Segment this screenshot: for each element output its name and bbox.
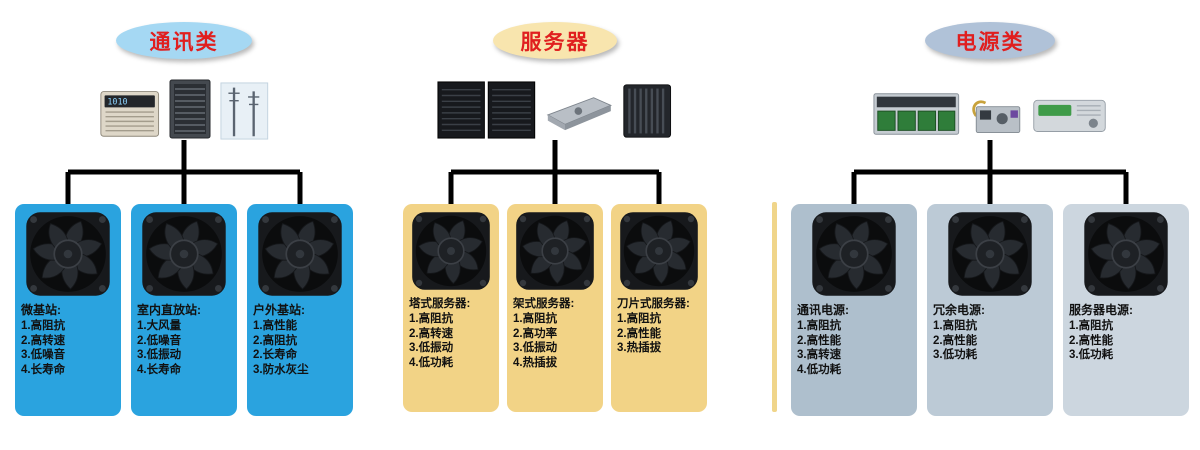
feature: 3.低振动 xyxy=(137,349,182,362)
card-title: 冗余电源: xyxy=(933,303,985,317)
card-title: 刀片式服务器: xyxy=(617,298,690,310)
server-cards: 塔式服务器: 1.高阻抗 2.高转速 3.低振动 4.低功耗 架式服务器: 1.… xyxy=(400,204,710,412)
feature: 2.高功率 xyxy=(513,327,558,340)
card-title: 微基站: xyxy=(21,303,61,317)
telecom-equipment-images: 1010 xyxy=(14,71,354,140)
card-rack-server: 架式服务器: 1.高阻抗 2.高功率 3.低振动 4.热插拔 xyxy=(507,204,603,412)
power-category-section: 电源类 xyxy=(788,0,1192,450)
section-divider xyxy=(772,202,777,412)
card-indoor-repeater: 室内直放站: 1.大风量 2.低噪音 3.低振动 4.长寿命 xyxy=(131,204,237,416)
server-category-label: 服务器 xyxy=(520,30,590,54)
feature: 3.防水灰尘 xyxy=(253,364,309,377)
feature: 2.高转速 xyxy=(409,327,454,340)
card-title: 通讯电源: xyxy=(797,303,849,317)
card-redundant-power: 冗余电源: 1.高阻抗 2.高性能 3.低功耗 xyxy=(927,204,1053,416)
server-tree-connector xyxy=(448,140,662,204)
feature: 2.高性能 xyxy=(797,334,842,347)
open-frame-psu-image xyxy=(972,100,1021,134)
card-server-power: 服务器电源: 1.高阻抗 2.高性能 3.低功耗 xyxy=(1063,204,1189,416)
feature: 4.热插拔 xyxy=(513,357,558,370)
server-equipment-images xyxy=(400,71,710,140)
feature: 1.大风量 xyxy=(137,320,182,332)
feature: 4.低功耗 xyxy=(409,357,454,370)
power-category-label: 电源类 xyxy=(955,30,1025,54)
fan-image xyxy=(619,211,699,291)
feature-list: 1.高阻抗 2.高功率 3.低振动 4.热插拔 xyxy=(513,312,597,371)
telecom-category-section: 通讯类 1010 xyxy=(14,0,354,450)
power-cards: 通讯电源: 1.高阻抗 2.高性能 3.高转速 4.低功耗 冗余电源: 1.高阻… xyxy=(788,204,1192,416)
rack-power-system-image xyxy=(872,93,959,135)
feature: 2.高性能 xyxy=(617,327,662,340)
feature: 3.低功耗 xyxy=(1069,349,1114,362)
feature: 1.高阻抗 xyxy=(933,320,978,332)
feature: 1.高阻抗 xyxy=(409,313,454,325)
power-category-badge: 电源类 xyxy=(925,22,1055,59)
feature: 2.高转速 xyxy=(21,334,66,347)
feature: 3.低振动 xyxy=(513,342,558,355)
card-blade-server: 刀片式服务器: 1.高阻抗 2.高性能 3.热插拔 xyxy=(611,204,707,412)
card-title: 服务器电源: xyxy=(1069,303,1133,317)
switch-display-text: 1010 xyxy=(107,97,127,107)
feature: 2.长寿命 xyxy=(253,349,298,362)
card-tower-server: 塔式服务器: 1.高阻抗 2.高转速 3.低振动 4.低功耗 xyxy=(403,204,499,412)
feature: 2.高性能 xyxy=(933,334,978,347)
feature: 1.高阻抗 xyxy=(513,313,558,325)
feature-list: 1.高阻抗 2.高转速 3.低振动 4.低功耗 xyxy=(409,312,493,371)
feature: 4.长寿命 xyxy=(21,364,66,377)
card-micro-base-station: 微基站: 1.高阻抗 2.高转速 3.低噪音 4.长寿命 xyxy=(15,204,121,416)
telecom-tree-connector xyxy=(65,140,303,204)
telecom-cards: 微基站: 1.高阻抗 2.高转速 3.低噪音 4.长寿命 室内直放站: 1.大风… xyxy=(14,204,354,416)
feature: 1.高阻抗 xyxy=(21,320,66,332)
enclosed-psu-image xyxy=(1033,99,1107,132)
feature: 3.高转速 xyxy=(797,349,842,362)
server-rack-cabinets-image xyxy=(437,81,536,139)
server-category-section: 服务器 xyxy=(400,0,710,450)
card-title: 塔式服务器: xyxy=(409,298,471,310)
card-title: 架式服务器: xyxy=(513,298,575,310)
feature: 2.高阻抗 xyxy=(253,334,298,347)
fan-image xyxy=(411,211,491,291)
feature-list: 1.高阻抗 2.高性能 3.低功耗 xyxy=(1069,319,1183,363)
feature: 3.低功耗 xyxy=(933,349,978,362)
fan-image xyxy=(25,211,111,297)
card-title: 室内直放站: xyxy=(137,303,201,317)
fan-image xyxy=(515,211,595,291)
feature: 1.高性能 xyxy=(253,320,298,332)
card-title: 户外基站: xyxy=(253,303,305,317)
telecom-category-badge: 通讯类 xyxy=(116,22,252,59)
feature-list: 1.高阻抗 2.高性能 3.低功耗 xyxy=(933,319,1047,363)
server-category-badge: 服务器 xyxy=(493,22,617,59)
fan-image xyxy=(257,211,343,297)
feature-list: 1.高阻抗 2.高性能 3.热插拔 xyxy=(617,312,701,356)
feature: 1.高阻抗 xyxy=(617,313,662,325)
rack-server-image xyxy=(546,97,612,131)
blade-server-image xyxy=(623,84,672,138)
power-tree-connector xyxy=(851,140,1129,204)
rack-switch-image: 1010 xyxy=(100,91,159,137)
feature-list: 1.大风量 2.低噪音 3.低振动 4.长寿命 xyxy=(137,319,231,378)
feature-list: 1.高性能 2.高阻抗 2.长寿命 3.防水灰尘 xyxy=(253,319,347,378)
power-equipment-images xyxy=(788,71,1192,140)
card-telecom-power: 通讯电源: 1.高阻抗 2.高性能 3.高转速 4.低功耗 xyxy=(791,204,917,416)
feature: 1.高阻抗 xyxy=(797,320,842,332)
feature-list: 1.高阻抗 2.高转速 3.低噪音 4.长寿命 xyxy=(21,319,115,378)
feature: 3.低噪音 xyxy=(21,349,66,362)
feature: 2.高性能 xyxy=(1069,334,1114,347)
feature: 1.高阻抗 xyxy=(1069,320,1114,332)
card-outdoor-base-station: 户外基站: 1.高性能 2.高阻抗 2.长寿命 3.防水灰尘 xyxy=(247,204,353,416)
telecom-category-label: 通讯类 xyxy=(149,30,219,54)
fan-image xyxy=(1083,211,1169,297)
fan-image xyxy=(947,211,1033,297)
feature: 3.低振动 xyxy=(409,342,454,355)
feature: 2.低噪音 xyxy=(137,334,182,347)
server-cabinet-image xyxy=(169,79,211,139)
feature: 4.低功耗 xyxy=(797,364,842,377)
fan-image xyxy=(141,211,227,297)
feature: 4.长寿命 xyxy=(137,364,182,377)
feature-list: 1.高阻抗 2.高性能 3.高转速 4.低功耗 xyxy=(797,319,911,378)
feature: 3.热插拔 xyxy=(617,342,662,355)
antenna-tower-image xyxy=(220,82,269,140)
fan-image xyxy=(811,211,897,297)
